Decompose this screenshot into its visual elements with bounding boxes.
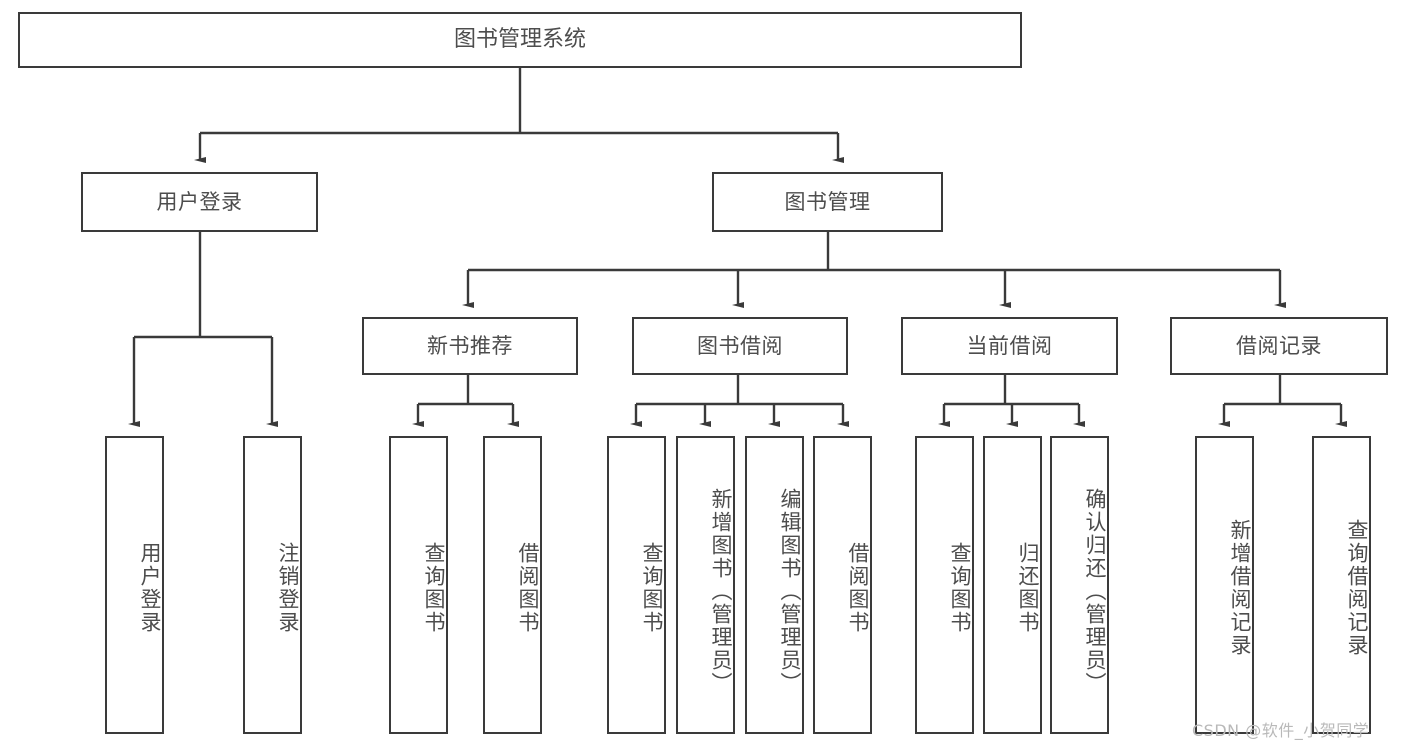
leaf-book-borrow-borrow[interactable]: 借阅图书	[813, 436, 872, 734]
leaf-current-borrow-query[interactable]: 查询图书	[915, 436, 974, 734]
node-root-system[interactable]: 图书管理系统	[18, 12, 1022, 68]
connectors	[128, 68, 1347, 427]
csdn-watermark: CSDN @软件_小贺同学	[1192, 721, 1370, 740]
node-book-management[interactable]: 图书管理	[712, 172, 943, 232]
node-new-book-recommend[interactable]: 新书推荐	[362, 317, 578, 375]
leaf-current-borrow-confirm-admin[interactable]: 确认归还（管理员）	[1050, 436, 1109, 734]
leaf-book-borrow-edit-admin[interactable]: 编辑图书（管理员）	[745, 436, 804, 734]
node-borrow-record[interactable]: 借阅记录	[1170, 317, 1388, 375]
leaf-borrow-record-add[interactable]: 新增借阅记录	[1195, 436, 1254, 734]
leaf-user-login-signout[interactable]: 注销登录	[243, 436, 302, 734]
leaf-new-book-query[interactable]: 查询图书	[389, 436, 448, 734]
node-current-borrow[interactable]: 当前借阅	[901, 317, 1118, 375]
leaf-current-borrow-return[interactable]: 归还图书	[983, 436, 1042, 734]
leaf-book-borrow-query[interactable]: 查询图书	[607, 436, 666, 734]
node-book-borrow[interactable]: 图书借阅	[632, 317, 848, 375]
leaf-user-login-signin[interactable]: 用户登录	[105, 436, 164, 734]
leaf-book-borrow-add-admin[interactable]: 新增图书（管理员）	[676, 436, 735, 734]
node-user-login[interactable]: 用户登录	[81, 172, 318, 232]
leaf-borrow-record-query[interactable]: 查询借阅记录	[1312, 436, 1371, 734]
leaf-new-book-borrow[interactable]: 借阅图书	[483, 436, 542, 734]
